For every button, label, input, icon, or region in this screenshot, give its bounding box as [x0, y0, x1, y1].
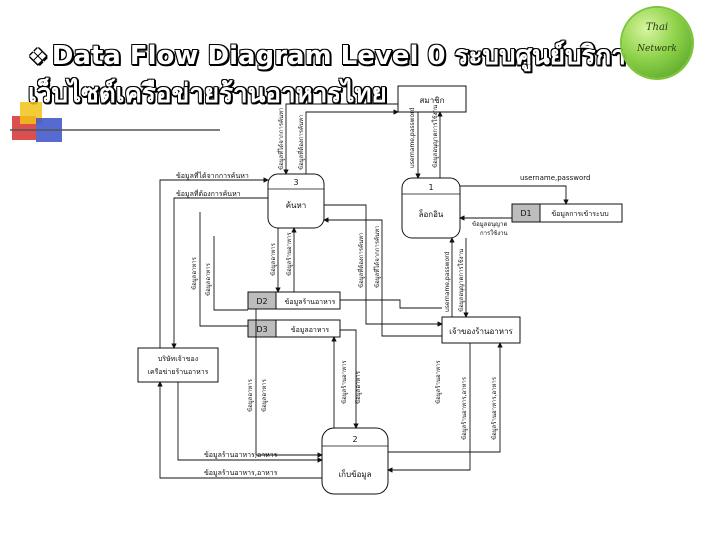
- process-store: 2 เก็บข้อมูล: [321, 427, 389, 495]
- process-search-label: ค้นหา: [286, 201, 307, 210]
- flow-label-owner-restaurant-food2: ข้อมูลร้านอาหาร,อาหาร: [491, 376, 498, 440]
- flow-label-restaurant-need: ข้อมูลที่ต้องการค้นหา: [357, 233, 365, 288]
- slide-title-text: Data Flow Diagram Level 0 ระบบศูนย์บริกา…: [28, 41, 640, 109]
- flow-label-company-food-left2: ข้อมูลอาหาร: [261, 378, 268, 412]
- entity-member-label: สมาชิก: [420, 96, 445, 105]
- flow-label-company-restaurant-food: ข้อมูลร้านอาหาร,อาหาร: [204, 451, 278, 459]
- process-search-number: 3: [293, 178, 298, 187]
- process-login-label: ล็อกอิน: [418, 209, 443, 219]
- entity-company-label-line1: บริษัทเจ้าของ: [158, 355, 198, 363]
- process-store-number: 2: [352, 435, 357, 444]
- flow-label-company-found: ข้อมูลที่ได้จากการค้นหา: [176, 171, 249, 180]
- bullet-icon: ❖: [28, 45, 48, 70]
- flow-label-d1-permission-1: ข้อมูลอนุญาต: [472, 221, 508, 228]
- flow-label-owner-userpass: username,password: [444, 251, 451, 312]
- entity-restaurant-owner: เจ้าของร้านอาหาร: [441, 316, 521, 344]
- flow-label-company-restaurant-food2: ข้อมูลร้านอาหาร,อาหาร: [204, 469, 278, 477]
- datastore-d2: D2 ข้อมูลร้านอาหาร: [247, 291, 341, 310]
- flow-label-d-rest-b: ข้อมูลอาหาร: [355, 370, 362, 404]
- flow-label-restaurant-found: ข้อมูลที่ได้จากการค้นหา: [373, 226, 381, 288]
- datastore-d1-label: ข้อมูลการเข้าระบบ: [551, 210, 608, 218]
- datastore-d3-label: ข้อมูลอาหาร: [291, 326, 330, 334]
- flow-label-member-need: ข้อมูลที่ต้องการค้นหา: [297, 115, 305, 170]
- logo-line-2: Network: [637, 44, 677, 54]
- flow-label-d-food-b: ข้อมูลอาหาร: [205, 262, 212, 296]
- datastore-d2-id: D2: [256, 297, 267, 306]
- datastore-d3: D3 ข้อมูลอาหาร: [247, 319, 341, 338]
- process-login-number: 1: [428, 183, 433, 192]
- datastore-d2-label: ข้อมูลร้านอาหาร: [285, 298, 336, 306]
- process-login: 1 ล็อกอิน: [401, 177, 461, 239]
- flow-label-search-restaurant: ข้อมูลร้านอาหาร: [286, 232, 293, 276]
- flow-label-member-permission: ข้อมูลอนุญาตการใช้งาน: [431, 105, 439, 168]
- entity-company-label-line2: เครือข่ายร้านอาหาร: [148, 368, 209, 376]
- flow-label-store-restaurant: ข้อมูลร้านอาหาร: [435, 360, 442, 404]
- flow-lines: [157, 103, 569, 479]
- slide-title: ❖Data Flow Diagram Level 0 ระบบศูนย์บริก…: [28, 38, 648, 112]
- datastore-d1: D1 ข้อมูลการเข้าระบบ: [511, 203, 623, 223]
- datastore-d3-id: D3: [256, 325, 267, 334]
- flow-label-d-food-a: ข้อมูลอาหาร: [191, 256, 198, 290]
- flow-label-member-found: ข้อมูลที่ได้จากการค้นหา: [277, 108, 285, 170]
- flow-label-company-need: ข้อมูลที่ต้องการค้นหา: [176, 189, 241, 198]
- datastore-d1-id: D1: [520, 209, 531, 218]
- flow-label-login-userpass: username,password: [520, 174, 590, 182]
- flow-label-d1-permission-2: การใช้งาน: [480, 229, 508, 237]
- flow-label-owner-restaurant-food: ข้อมูลร้านอาหาร,อาหาร: [461, 376, 468, 440]
- thai-network-logo: Thai Network: [622, 8, 692, 78]
- flow-label-owner-permission: ข้อมูลอนุญาตการใช้งาน: [457, 249, 465, 312]
- entity-company: บริษัทเจ้าของ เครือข่ายร้านอาหาร: [137, 347, 219, 383]
- entity-member: สมาชิก: [397, 85, 467, 113]
- flow-label-member-userpass: username,password: [409, 107, 416, 168]
- entity-restaurant-owner-label: เจ้าของร้านอาหาร: [449, 327, 513, 336]
- process-search: 3 ค้นหา: [267, 173, 325, 229]
- flow-label-search-food: ข้อมูลอาหาร: [270, 242, 277, 276]
- process-store-label: เก็บข้อมูล: [338, 469, 371, 480]
- title-decoration: [10, 102, 220, 142]
- flow-label-d-rest-a: ข้อมูลร้านอาหาร: [341, 360, 348, 404]
- logo-line-1: Thai: [645, 22, 669, 33]
- flow-label-company-food-left: ข้อมูลอาหาร: [247, 378, 254, 412]
